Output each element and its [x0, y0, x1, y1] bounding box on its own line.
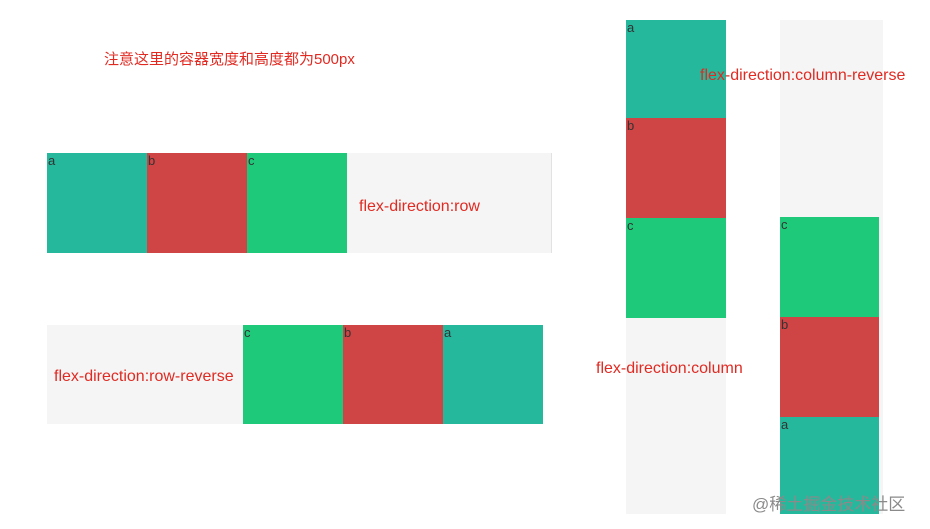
row-item-c-label: c [248, 153, 255, 168]
row-reverse-item-c: c [243, 325, 343, 424]
column-reverse-item-c-label: c [781, 217, 788, 232]
column-reverse-item-a: a [780, 417, 879, 514]
column-container: a b c [626, 20, 726, 514]
column-reverse-item-b-label: b [781, 317, 789, 332]
row-reverse-item-c-label: c [244, 325, 251, 340]
column-reverse-item-a-label: a [781, 417, 789, 432]
column-reverse-item-b: b [780, 317, 879, 417]
row-item-c: c [247, 153, 347, 253]
column-reverse-container: c b a [780, 20, 883, 514]
watermark: @稀土掘金技术社区 [752, 495, 906, 514]
row-item-a-label: a [48, 153, 56, 168]
row-container: a b c [47, 153, 552, 253]
container-size-note: 注意这里的容器宽度和高度都为500px [104, 51, 355, 68]
row-caption: flex-direction:row [359, 198, 480, 215]
row-item-b-label: b [148, 153, 156, 168]
row-reverse-item-b-label: b [344, 325, 352, 340]
column-item-c-label: c [627, 218, 634, 233]
column-item-a-label: a [627, 20, 635, 35]
column-item-c: c [626, 218, 726, 318]
row-reverse-container: c b a [47, 325, 543, 424]
column-caption: flex-direction:column [596, 360, 743, 377]
column-item-b: b [626, 118, 726, 218]
column-item-a: a [626, 20, 726, 118]
row-item-a: a [47, 153, 147, 253]
column-item-b-label: b [627, 118, 635, 133]
row-reverse-item-a: a [443, 325, 543, 424]
row-item-b: b [147, 153, 247, 253]
column-reverse-caption: flex-direction:column-reverse [700, 67, 906, 84]
row-reverse-caption: flex-direction:row-reverse [54, 368, 234, 385]
row-reverse-item-b: b [343, 325, 443, 424]
column-reverse-item-c: c [780, 217, 879, 317]
row-reverse-item-a-label: a [444, 325, 452, 340]
